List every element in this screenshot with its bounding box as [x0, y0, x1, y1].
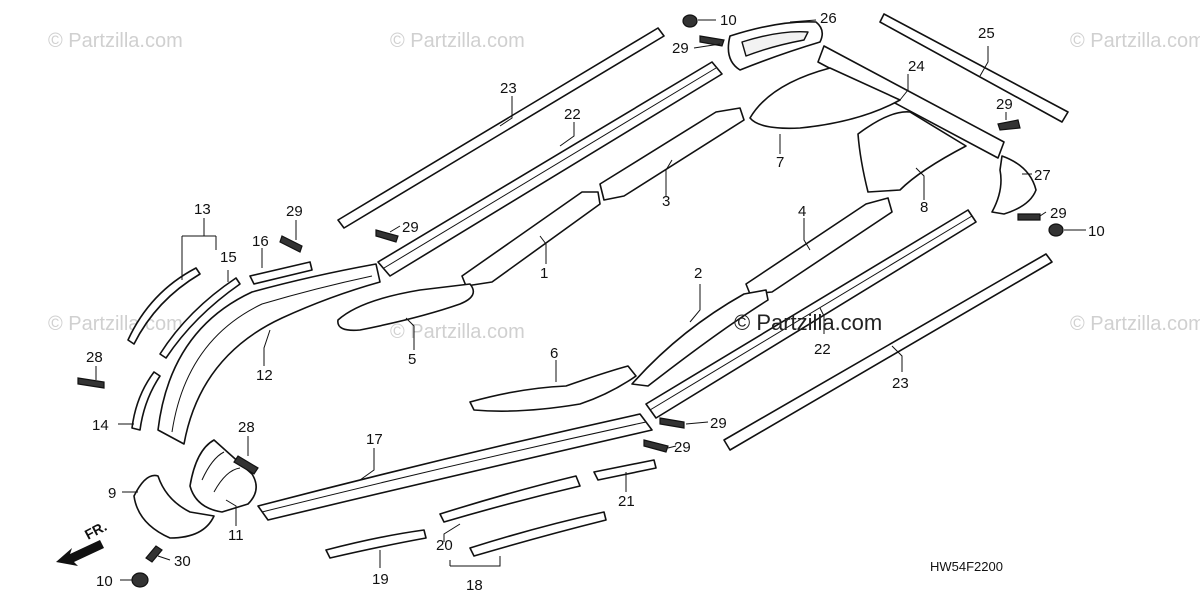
callout-2: 2 — [694, 265, 702, 282]
part-10-cap[interactable] — [1048, 223, 1064, 237]
part-8-mat[interactable] — [857, 111, 967, 193]
callout-23: 23 — [892, 375, 909, 392]
diagram-code: HW54F2200 — [930, 559, 1003, 574]
callout-labels: 10 26 29 25 23 22 24 29 7 3 27 8 29 10 1… — [86, 10, 1105, 594]
front-direction-marker: FR. — [56, 518, 109, 566]
callout-13: 13 — [194, 201, 211, 218]
callout-18: 18 — [466, 577, 483, 594]
callout-14: 14 — [92, 417, 109, 434]
part-10-cap[interactable] — [682, 14, 698, 28]
screw-icon[interactable] — [279, 235, 303, 253]
part-5-mat[interactable] — [337, 283, 475, 332]
part-16-trim[interactable] — [249, 261, 313, 285]
watermark: © Partzilla.com — [390, 30, 525, 52]
callout-26: 26 — [820, 10, 837, 27]
part-22-lower-rail[interactable] — [645, 209, 977, 419]
part-15-trim[interactable] — [159, 277, 241, 359]
screw-icon[interactable] — [233, 455, 259, 475]
callout-23: 23 — [500, 80, 517, 97]
part-14-trim[interactable] — [131, 371, 161, 431]
watermark: © Partzilla.com — [390, 321, 525, 343]
screw-icon[interactable] — [375, 229, 399, 243]
screw-icon[interactable] — [699, 35, 725, 47]
part-13-trim[interactable] — [127, 267, 201, 345]
part-17-rail[interactable] — [257, 413, 653, 521]
screw-icon[interactable] — [997, 119, 1021, 131]
callout-12: 12 — [256, 367, 273, 384]
screw-icon[interactable] — [643, 439, 669, 453]
main-watermark: © Partzilla.com — [734, 310, 882, 335]
part-22-upper-rail[interactable] — [377, 61, 723, 277]
callout-10: 10 — [1088, 223, 1105, 240]
leader-lines — [95, 19, 1086, 581]
part-26-grip — [741, 31, 809, 57]
callout-28: 28 — [86, 349, 103, 366]
screw-icon[interactable] — [1017, 213, 1041, 221]
screw-icon[interactable] — [145, 545, 163, 563]
callout-4: 4 — [798, 203, 806, 220]
screw-icon[interactable] — [77, 377, 105, 389]
callout-27: 27 — [1034, 167, 1051, 184]
callout-29: 29 — [996, 96, 1013, 113]
part-9-bumper[interactable] — [133, 474, 215, 539]
callout-29: 29 — [672, 40, 689, 57]
fastener-group — [77, 35, 1041, 563]
part-19-trim[interactable] — [325, 529, 427, 559]
callout-21: 21 — [618, 493, 635, 510]
callout-28: 28 — [238, 419, 255, 436]
callout-10: 10 — [96, 573, 113, 590]
part-7-mat[interactable] — [749, 67, 901, 130]
callout-22: 22 — [814, 341, 831, 358]
part-11-hinge[interactable] — [189, 439, 257, 513]
callout-8: 8 — [920, 199, 928, 216]
callout-5: 5 — [408, 351, 416, 368]
callout-10: 10 — [720, 12, 737, 29]
part-23-lower-strip[interactable] — [723, 253, 1053, 451]
part-2-mat[interactable] — [631, 289, 769, 387]
callout-17: 17 — [366, 431, 383, 448]
callout-24: 24 — [908, 58, 925, 75]
watermark-layer: © Partzilla.com © Partzilla.com © Partzi… — [48, 30, 1200, 343]
callout-16: 16 — [252, 233, 269, 250]
part-27-bracket[interactable] — [991, 155, 1037, 215]
callout-3: 3 — [662, 193, 670, 210]
callout-29: 29 — [1050, 205, 1067, 222]
part-3-mat[interactable] — [599, 107, 745, 201]
part-6-mat[interactable] — [469, 365, 637, 412]
part-20-trim-lower[interactable] — [469, 511, 607, 557]
callout-29: 29 — [674, 439, 691, 456]
screw-icon[interactable] — [659, 417, 685, 429]
callout-30: 30 — [174, 553, 191, 570]
callout-7: 7 — [776, 154, 784, 171]
part-21-trim[interactable] — [593, 459, 657, 481]
watermark: © Partzilla.com — [1070, 313, 1200, 335]
callout-29: 29 — [710, 415, 727, 432]
callout-29: 29 — [286, 203, 303, 220]
callout-29: 29 — [402, 219, 419, 236]
part-23-upper-strip[interactable] — [337, 27, 665, 229]
watermark: © Partzilla.com — [48, 313, 183, 335]
part-20-trim[interactable] — [439, 475, 581, 523]
part-10-cap[interactable] — [131, 572, 149, 588]
watermark: © Partzilla.com — [1070, 30, 1200, 52]
callout-20: 20 — [436, 537, 453, 554]
callout-9: 9 — [108, 485, 116, 502]
callout-11: 11 — [228, 527, 244, 544]
direction-label: FR. — [82, 518, 109, 543]
part-25-strip[interactable] — [879, 13, 1069, 123]
callout-1: 1 — [540, 265, 548, 282]
arrow-icon — [56, 540, 104, 566]
part-24-rail[interactable] — [817, 45, 1005, 159]
callout-25: 25 — [978, 25, 995, 42]
callout-19: 19 — [372, 571, 389, 588]
callout-22: 22 — [564, 106, 581, 123]
part-12-rail[interactable] — [157, 263, 381, 445]
callout-6: 6 — [550, 345, 558, 362]
callout-15: 15 — [220, 249, 237, 266]
watermark: © Partzilla.com — [48, 30, 183, 52]
